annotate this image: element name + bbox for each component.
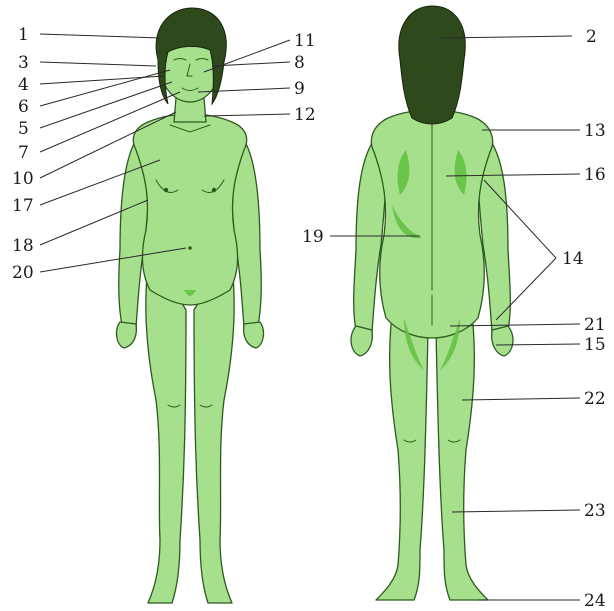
label-17: 17 xyxy=(12,196,34,216)
label-22: 22 xyxy=(584,389,606,409)
label-7: 7 xyxy=(18,143,29,163)
label-6: 6 xyxy=(18,97,29,117)
label-1: 1 xyxy=(18,25,29,45)
label-18: 18 xyxy=(12,236,34,256)
label-3: 3 xyxy=(18,53,29,73)
label-24: 24 xyxy=(584,591,606,611)
label-2: 2 xyxy=(586,27,597,47)
back-figure xyxy=(351,6,513,600)
label-15: 15 xyxy=(584,335,606,355)
label-19: 19 xyxy=(302,227,324,247)
label-13: 13 xyxy=(584,121,606,141)
label-20: 20 xyxy=(12,263,34,283)
label-12: 12 xyxy=(294,105,316,125)
label-21: 21 xyxy=(584,315,606,335)
label-10: 10 xyxy=(12,169,34,189)
label-8: 8 xyxy=(294,53,305,73)
label-4: 4 xyxy=(18,75,29,95)
label-5: 5 xyxy=(18,119,29,139)
label-14: 14 xyxy=(562,249,584,269)
label-16: 16 xyxy=(584,165,606,185)
front-figure xyxy=(117,8,264,603)
label-23: 23 xyxy=(584,501,606,521)
label-11: 11 xyxy=(294,31,316,51)
label-9: 9 xyxy=(294,79,305,99)
number-labels: 1 2 3 4 5 6 7 8 9 10 11 12 13 14 15 16 1… xyxy=(12,25,606,611)
